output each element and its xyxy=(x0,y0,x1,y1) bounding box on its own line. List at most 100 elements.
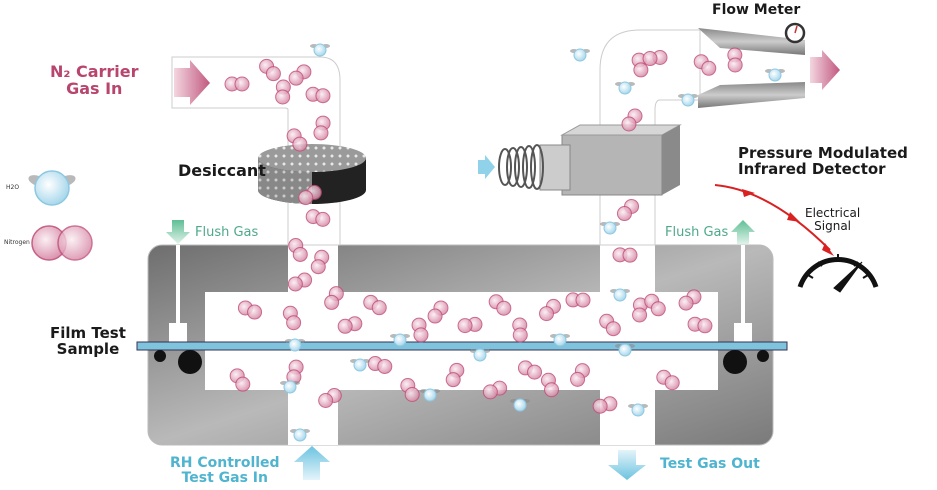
nitrogen-molecule xyxy=(727,47,743,73)
film-line2: Sample xyxy=(56,339,120,358)
nitrogen-molecule xyxy=(631,52,649,78)
film-test-label: Film Test Sample xyxy=(50,324,126,358)
signal-line xyxy=(714,184,831,251)
water-molecule xyxy=(600,221,620,235)
test-gas-out-label: Test Gas Out xyxy=(660,456,760,472)
detector-arrow xyxy=(478,155,495,179)
nitrogen-molecule xyxy=(512,317,528,343)
detector-spring xyxy=(498,144,544,190)
detector-line1: Pressure Modulated xyxy=(738,144,908,162)
nitrogen-molecule xyxy=(642,49,668,67)
nitrogen-molecule xyxy=(687,316,713,334)
legend-water-icon xyxy=(28,170,76,206)
desiccant-label: Desiccant xyxy=(178,161,266,180)
legend-nitrogen-icon xyxy=(31,225,93,261)
nitrogen-molecule xyxy=(693,54,717,76)
nitrogen-molecule xyxy=(656,369,680,391)
nitrogen-molecule xyxy=(457,316,483,334)
nitrogen-molecule xyxy=(678,289,702,311)
electrical-line1: Electrical xyxy=(805,206,861,220)
nitrogen-molecule xyxy=(570,363,590,387)
o-rings xyxy=(154,350,769,374)
nitrogen-molecule xyxy=(482,380,508,400)
flow-meter-label: Flow Meter xyxy=(712,2,801,18)
n2-carrier-line2: Gas In xyxy=(66,78,123,98)
nitrogen-molecule xyxy=(275,79,291,105)
nitrogen-molecule xyxy=(287,272,313,292)
flow-meter xyxy=(698,22,806,108)
nitrogen-molecule xyxy=(310,249,330,275)
nitrogen-molecule xyxy=(592,396,618,414)
nitrogen-molecule xyxy=(363,294,387,316)
nitrogen-molecule xyxy=(305,209,331,227)
nitrogen-molecule xyxy=(288,238,308,262)
rh-line1: RH Controlled xyxy=(170,455,280,471)
water-molecule xyxy=(290,428,310,442)
gas-molecules xyxy=(224,43,785,442)
nitrogen-molecule xyxy=(337,316,363,334)
flush-tube-left xyxy=(166,220,190,343)
outlet-arrow xyxy=(810,50,840,90)
nitrogen-molecule xyxy=(488,294,512,316)
test-gas-out-arrow xyxy=(608,450,646,480)
nitrogen-molecule xyxy=(539,298,561,322)
nitrogen-molecule xyxy=(288,64,312,86)
nitrogen-molecule xyxy=(367,356,393,374)
water-molecule xyxy=(510,398,530,412)
nitrogen-molecule xyxy=(621,108,643,132)
rh-controlled-label: RH Controlled Test Gas In xyxy=(170,456,280,485)
nitrogen-molecule xyxy=(616,198,640,222)
nitrogen-molecule xyxy=(565,292,591,308)
water-molecule xyxy=(285,338,305,352)
water-molecule xyxy=(310,43,330,57)
nitrogen-molecule xyxy=(324,286,344,310)
water-molecule xyxy=(615,343,635,357)
nitrogen-molecule xyxy=(259,58,281,82)
nitrogen-molecule xyxy=(313,115,331,141)
nitrogen-molecule xyxy=(411,317,429,343)
rh-inlet-arrow xyxy=(294,446,330,480)
legend-h2o-label: H2O xyxy=(6,184,20,191)
desiccant-disc xyxy=(258,144,366,204)
nitrogen-molecule xyxy=(400,378,420,402)
nitrogen-molecule xyxy=(517,360,543,380)
flush-tube-right xyxy=(731,220,755,343)
water-molecule xyxy=(610,288,630,302)
nitrogen-molecule xyxy=(644,293,666,317)
detector-line2: Infrared Detector xyxy=(738,159,886,178)
water-molecule xyxy=(550,333,570,347)
film-line1: Film Test xyxy=(50,324,126,342)
water-molecule xyxy=(470,348,490,362)
nitrogen-molecule xyxy=(599,313,621,337)
rh-line2: Test Gas In xyxy=(181,469,268,486)
nitrogen-molecule xyxy=(540,372,560,398)
n2-carrier-line1: N₂ Carrier xyxy=(50,62,139,81)
flush-gas-right-label: Flush Gas xyxy=(665,225,729,240)
water-molecule xyxy=(570,48,590,62)
film-test-sample xyxy=(136,341,788,351)
infrared-detector xyxy=(498,124,682,196)
nitrogen-molecule xyxy=(427,300,449,324)
water-molecule xyxy=(390,333,410,347)
nitrogen-molecule xyxy=(305,86,331,104)
water-molecule xyxy=(350,358,370,372)
electrical-line2: Signal xyxy=(814,218,852,233)
nitrogen-molecule xyxy=(632,297,648,323)
water-molecule xyxy=(765,68,785,82)
nitrogen-molecule xyxy=(318,388,342,408)
water-molecule xyxy=(420,388,440,402)
nitrogen-molecule xyxy=(237,300,263,320)
nitrogen-molecule xyxy=(445,362,465,388)
n2-carrier-label: N₂ Carrier Gas In xyxy=(50,62,139,98)
detector-label: Pressure Modulated Infrared Detector xyxy=(738,144,908,178)
flush-gas-left-label: Flush Gas xyxy=(195,225,259,240)
water-molecule xyxy=(628,403,648,417)
n2-inlet-arrow xyxy=(174,60,210,105)
electrical-signal-label: Electrical Signal xyxy=(805,207,860,232)
nitrogen-molecule xyxy=(298,184,322,206)
nitrogen-molecule xyxy=(229,368,251,392)
nitrogen-molecule xyxy=(282,305,302,331)
legend-nitrogen-label: Nitrogen xyxy=(4,239,30,246)
nitrogen-molecule xyxy=(286,359,304,385)
